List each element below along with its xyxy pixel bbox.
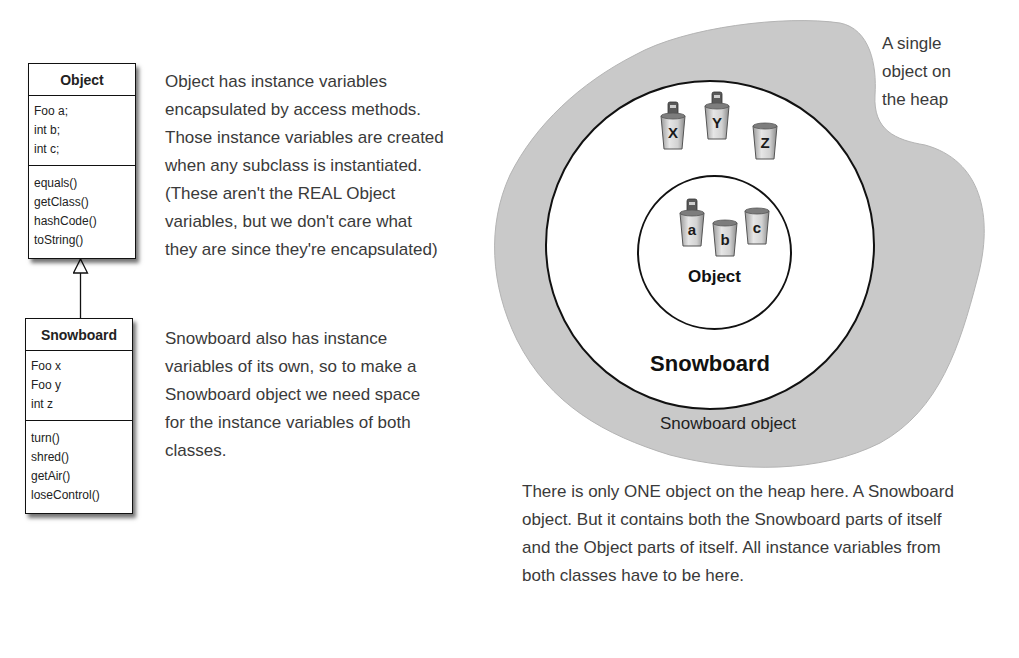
cup-rim (661, 113, 685, 119)
class-compartment: turn()shred()getAir()loseControl() (26, 420, 132, 513)
annotation: There is only ONE object on the heap her… (522, 478, 972, 590)
remote-button (714, 95, 720, 98)
object-circle: Snowboard X Y Z Object abc (545, 80, 875, 410)
heap-blob: Snowboard object Snowboard X Y Z Object abc (485, 15, 1005, 475)
class-member: turn() (31, 429, 127, 448)
class-member: Foo y (31, 376, 127, 395)
class-part-label: Object (639, 265, 790, 288)
class-part-label: Snowboard (547, 350, 873, 378)
class-box: ObjectFoo a;int b;int c;equals()getClass… (28, 63, 136, 259)
class-name: Snowboard (31, 325, 127, 345)
annotation: Snowboard also has instance variables of… (165, 325, 440, 465)
cup-rim (753, 123, 777, 129)
annotation: A single object on the heap (882, 30, 972, 114)
annotation-box: A single object on the heap (882, 30, 972, 114)
variable-cup: c (744, 207, 770, 245)
class-compartment: equals()getClass()hashCode()toString() (29, 165, 135, 258)
cup-body (745, 211, 769, 244)
annotation-box: Object has instance variables encapsulat… (165, 68, 445, 264)
annotation: Object has instance variables encapsulat… (165, 68, 445, 264)
variable-letter: X (660, 125, 686, 141)
class-name: Object (34, 70, 130, 90)
variable-cup: Y (704, 102, 730, 140)
variable-letter: Z (752, 135, 778, 151)
class-compartment: Object (29, 64, 135, 95)
cup-body (680, 213, 704, 246)
cup-rim (745, 208, 769, 214)
class-member: toString() (34, 231, 130, 250)
class-member: equals() (34, 174, 130, 193)
variable-letter: a (679, 222, 705, 238)
cup-body (705, 106, 729, 139)
remote-button (670, 105, 676, 108)
cup-body (753, 126, 777, 159)
cup-rim (705, 103, 729, 109)
variable-cup: Z (752, 122, 778, 160)
class-member: Foo a; (34, 102, 130, 121)
class-member: hashCode() (34, 212, 130, 231)
annotation-box: Snowboard also has instance variables of… (165, 325, 440, 465)
class-member: Foo x (31, 357, 127, 376)
class-compartment: Foo a;int b;int c; (29, 95, 135, 165)
variable-cup: a (679, 209, 705, 247)
variable-letter: c (744, 220, 770, 236)
class-member: int c; (34, 140, 130, 159)
class-compartment: Foo xFoo yint z (26, 350, 132, 420)
class-member: int z (31, 395, 127, 414)
cup-rim (680, 210, 704, 216)
class-member: getClass() (34, 193, 130, 212)
inheritance-arrow (80, 259, 81, 318)
cup-body (661, 116, 685, 149)
class-box: SnowboardFoo xFoo yint zturn()shred()get… (25, 318, 133, 514)
variable-cup: b (712, 219, 738, 257)
class-member: getAir() (31, 467, 127, 486)
cup-body (713, 223, 737, 256)
variable-letter: b (712, 232, 738, 248)
class-compartment: Snowboard (26, 319, 132, 350)
class-member: int b; (34, 121, 130, 140)
object-circle: Object abc (637, 175, 792, 330)
variable-letter: Y (704, 115, 730, 131)
object-caption: Snowboard object (660, 413, 796, 435)
variable-cup: X (660, 112, 686, 150)
heap-outline (495, 21, 985, 468)
class-member: shred() (31, 448, 127, 467)
remote-button (689, 202, 695, 205)
annotation-box: There is only ONE object on the heap her… (522, 478, 972, 590)
cup-rim (713, 220, 737, 226)
class-member: loseControl() (31, 486, 127, 505)
